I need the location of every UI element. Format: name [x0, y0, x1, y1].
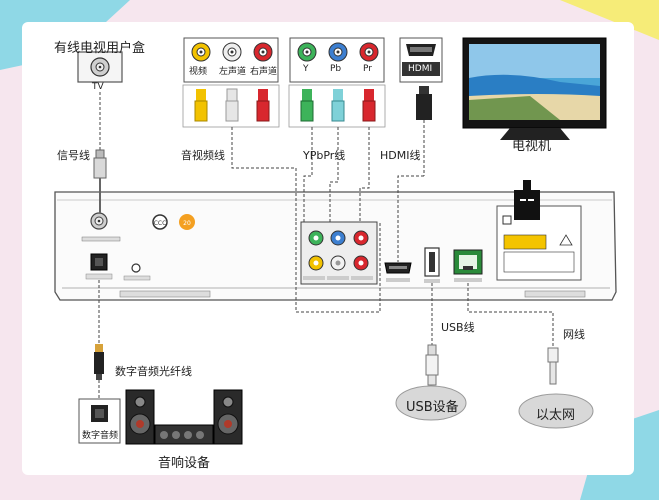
- ypbpr-jack-pr-label: Pr: [363, 64, 372, 74]
- usb-device: [395, 385, 467, 421]
- svg-text:CCC: CCC: [154, 220, 167, 227]
- usb-device-label: USB设备: [406, 400, 459, 415]
- usb-cable-label: USB线: [441, 321, 475, 334]
- hdmi-cable-label: HDMI线: [380, 149, 421, 162]
- television-label: 电视机: [512, 139, 552, 154]
- audio-equipment: [125, 389, 243, 445]
- hdmi-port: [384, 262, 412, 282]
- network-cable: [467, 283, 559, 385]
- tv-ypbpr-jacks: [289, 37, 385, 83]
- net-cable-label: 网线: [563, 328, 585, 341]
- optical-cable: [94, 280, 104, 400]
- certification-marks: CCC 20: [152, 214, 195, 230]
- digital-audio-label: 数字音频: [82, 431, 119, 441]
- ypbpr-cable: [288, 84, 386, 222]
- optical-cable-label: 数字音频光纤线: [115, 365, 192, 378]
- av-cable-label: 音视频线: [181, 149, 225, 162]
- av-jack-left-label: 左声道: [219, 67, 247, 77]
- av-cable: [182, 84, 297, 222]
- ypbpr-jack-pb-label: Pb: [330, 64, 342, 74]
- ethernet-label: 以太网: [536, 408, 576, 423]
- ypbpr-jack-y-label: Y: [303, 64, 309, 74]
- av-jack-video-label: 视频: [189, 67, 208, 77]
- usb-cable: [425, 283, 439, 386]
- hdmi-cable: [397, 86, 432, 262]
- ypbpr-cable-label: YPbPr线: [303, 149, 346, 162]
- power-label-area: [496, 180, 582, 281]
- tv-port-label: TV: [92, 82, 104, 92]
- tv-av-jacks: [183, 37, 279, 83]
- cable-box-label: 有线电视用户盒: [54, 41, 146, 56]
- cable-wall-outlet: [77, 51, 123, 83]
- ethernet-cloud: [518, 393, 594, 429]
- ethernet-port: [453, 249, 483, 282]
- usb-port: [424, 247, 440, 283]
- svg-text:20: 20: [183, 220, 191, 227]
- ir-port: [123, 263, 151, 281]
- tv-hdmi-jack: [399, 37, 443, 83]
- rf-input-port: [90, 212, 108, 230]
- corner-yellow-decoration: [560, 0, 659, 40]
- signal-cable: [93, 92, 107, 213]
- av-ypbpr-panel: [300, 221, 378, 285]
- audio-equipment-label: 音响设备: [158, 456, 211, 471]
- television: [462, 37, 607, 140]
- digital-audio-box: [78, 398, 121, 444]
- optical-out-port: [85, 253, 113, 280]
- signal-cable-label: 信号线: [57, 149, 90, 162]
- av-jack-right-label: 右声道: [250, 67, 278, 77]
- hdmi-logo-label: HDMI: [408, 64, 433, 74]
